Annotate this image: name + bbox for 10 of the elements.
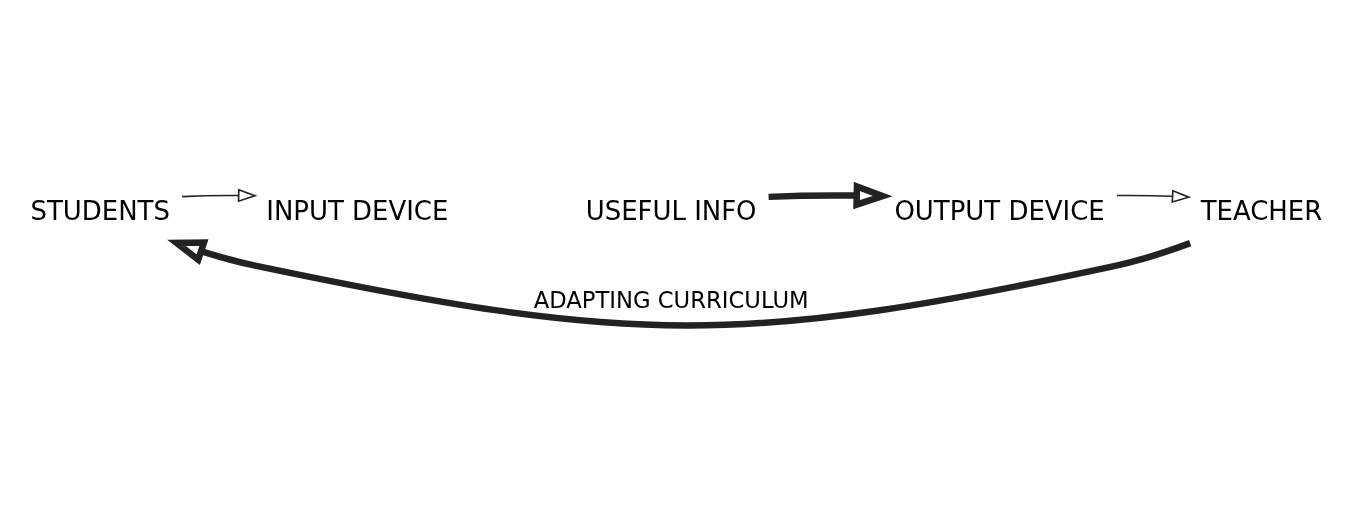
node-text: USEFUL INFO	[585, 195, 757, 226]
node-text: OUTPUT DEVICE	[894, 195, 1105, 226]
edge-label: ADAPTING CURRICULUM	[533, 286, 809, 313]
arrow	[181, 188, 258, 202]
arrow	[768, 181, 893, 209]
arrow	[1116, 189, 1192, 203]
arrow	[167, 238, 1192, 329]
node-text: TEACHER	[1200, 195, 1323, 226]
node-text: INPUT DEVICE	[266, 195, 449, 226]
node-text: STUDENTS	[30, 195, 170, 226]
